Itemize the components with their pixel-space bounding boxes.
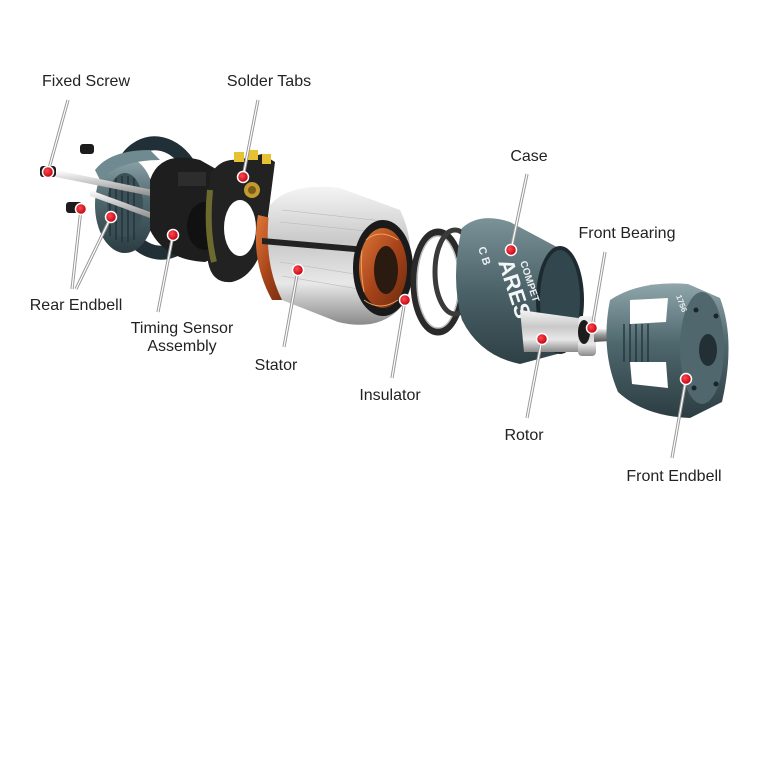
- label-case: Case: [510, 148, 548, 165]
- marker-insulator: [398, 293, 412, 307]
- label-solder-tabs: Solder Tabs: [226, 73, 312, 90]
- case-mark-text: C B: [475, 245, 492, 267]
- marker-solder-tabs: [236, 170, 250, 184]
- stator-part: [255, 186, 413, 325]
- marker-stator: [291, 263, 305, 277]
- label-rear-endbell: Rear Endbell: [29, 297, 123, 314]
- label-front-bearing: Front Bearing: [578, 225, 676, 242]
- marker-front-bearing: [585, 321, 599, 335]
- label-timing-sensor-line1: Timing Sensor: [130, 320, 234, 337]
- label-timing-sensor-assembly: Timing Sensor Assembly: [118, 320, 246, 356]
- label-insulator: Insulator: [359, 387, 421, 404]
- label-fixed-screw: Fixed Screw: [41, 73, 131, 90]
- label-rotor: Rotor: [504, 427, 544, 444]
- marker-rotor: [535, 332, 549, 346]
- label-timing-sensor-line2: Assembly: [147, 338, 217, 355]
- label-stator: Stator: [254, 357, 298, 374]
- marker-case: [504, 243, 518, 257]
- callout-markers: [41, 165, 693, 386]
- marker-rear-endbell-2: [104, 210, 118, 224]
- marker-rear-endbell-1: [74, 202, 88, 216]
- marker-front-endbell: [679, 372, 693, 386]
- marker-timing-sensor: [166, 228, 180, 242]
- front-endbell-part: 1756: [606, 283, 729, 418]
- marker-fixed-screw: [41, 165, 55, 179]
- label-front-endbell: Front Endbell: [626, 468, 722, 485]
